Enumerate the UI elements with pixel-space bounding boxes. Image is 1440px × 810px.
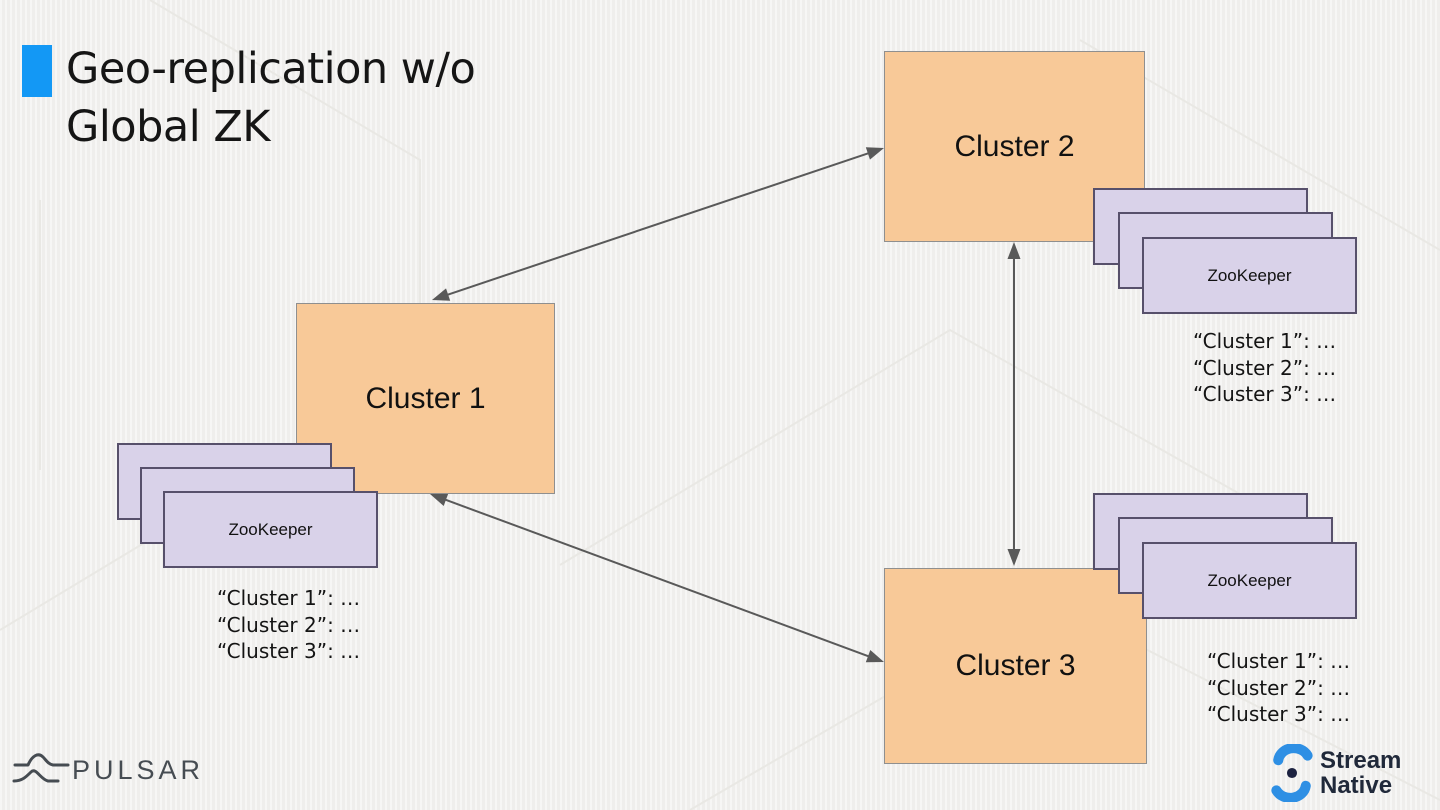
zookeeper-stack-cluster1: ZooKeeper [117, 443, 382, 570]
zk-config-line: “Cluster 1”: … [1207, 649, 1351, 673]
zookeeper-stack-cluster3: ZooKeeper [1093, 493, 1358, 620]
zk-config-list-cluster2: “Cluster 1”: … “Cluster 2”: … “Cluster 3… [1193, 328, 1336, 408]
pulsar-logo: PULSAR [12, 748, 204, 792]
zk-config-line: “Cluster 2”: … [1193, 355, 1337, 380]
zookeeper-node-front: ZooKeeper [1142, 542, 1357, 619]
title-bullet-square [22, 45, 52, 97]
zk-config-line: “Cluster 1”: … [1193, 329, 1337, 353]
zookeeper-stack-cluster2: ZooKeeper [1093, 188, 1358, 315]
streamnative-word-native: Native [1320, 772, 1393, 799]
streamnative-wordmark: Stream Native [1320, 748, 1401, 798]
streamnative-icon [1271, 744, 1313, 802]
slide-title-line1: Geo-replication w/o [66, 44, 476, 94]
zk-config-line: “Cluster 3”: … [1207, 702, 1351, 726]
zookeeper-label: ZooKeeper [1207, 265, 1292, 285]
zk-config-line: “Cluster 2”: … [1207, 675, 1351, 700]
streamnative-logo: Stream Native [1270, 744, 1401, 802]
streamnative-word-stream: Stream [1320, 747, 1402, 774]
cluster-3-label: Cluster 3 [955, 649, 1076, 682]
cluster-1-box: Cluster 1 [296, 303, 555, 494]
zookeeper-node-front: ZooKeeper [163, 491, 378, 568]
zk-config-line: “Cluster 3”: … [1193, 382, 1337, 406]
zk-config-line: “Cluster 2”: … [217, 612, 361, 637]
zk-config-line: “Cluster 1”: … [217, 586, 361, 610]
zookeeper-node-front: ZooKeeper [1142, 237, 1357, 314]
zookeeper-label: ZooKeeper [228, 519, 313, 539]
zookeeper-label: ZooKeeper [1207, 570, 1292, 590]
zk-config-list-cluster1: “Cluster 1”: … “Cluster 2”: … “Cluster 3… [217, 585, 360, 665]
cluster-2-label: Cluster 2 [954, 129, 1075, 163]
slide-title: Geo-replication w/o Global ZK [66, 40, 686, 156]
pulsar-waveform-icon [12, 753, 70, 783]
zk-config-line: “Cluster 3”: … [217, 639, 361, 663]
cluster-3-box: Cluster 3 [884, 568, 1147, 764]
zk-config-list-cluster3: “Cluster 1”: … “Cluster 2”: … “Cluster 3… [1207, 648, 1350, 728]
pulsar-wordmark: PULSAR [72, 754, 205, 785]
slide-title-line2: Global ZK [66, 102, 271, 152]
cluster-1-label: Cluster 1 [365, 381, 486, 415]
